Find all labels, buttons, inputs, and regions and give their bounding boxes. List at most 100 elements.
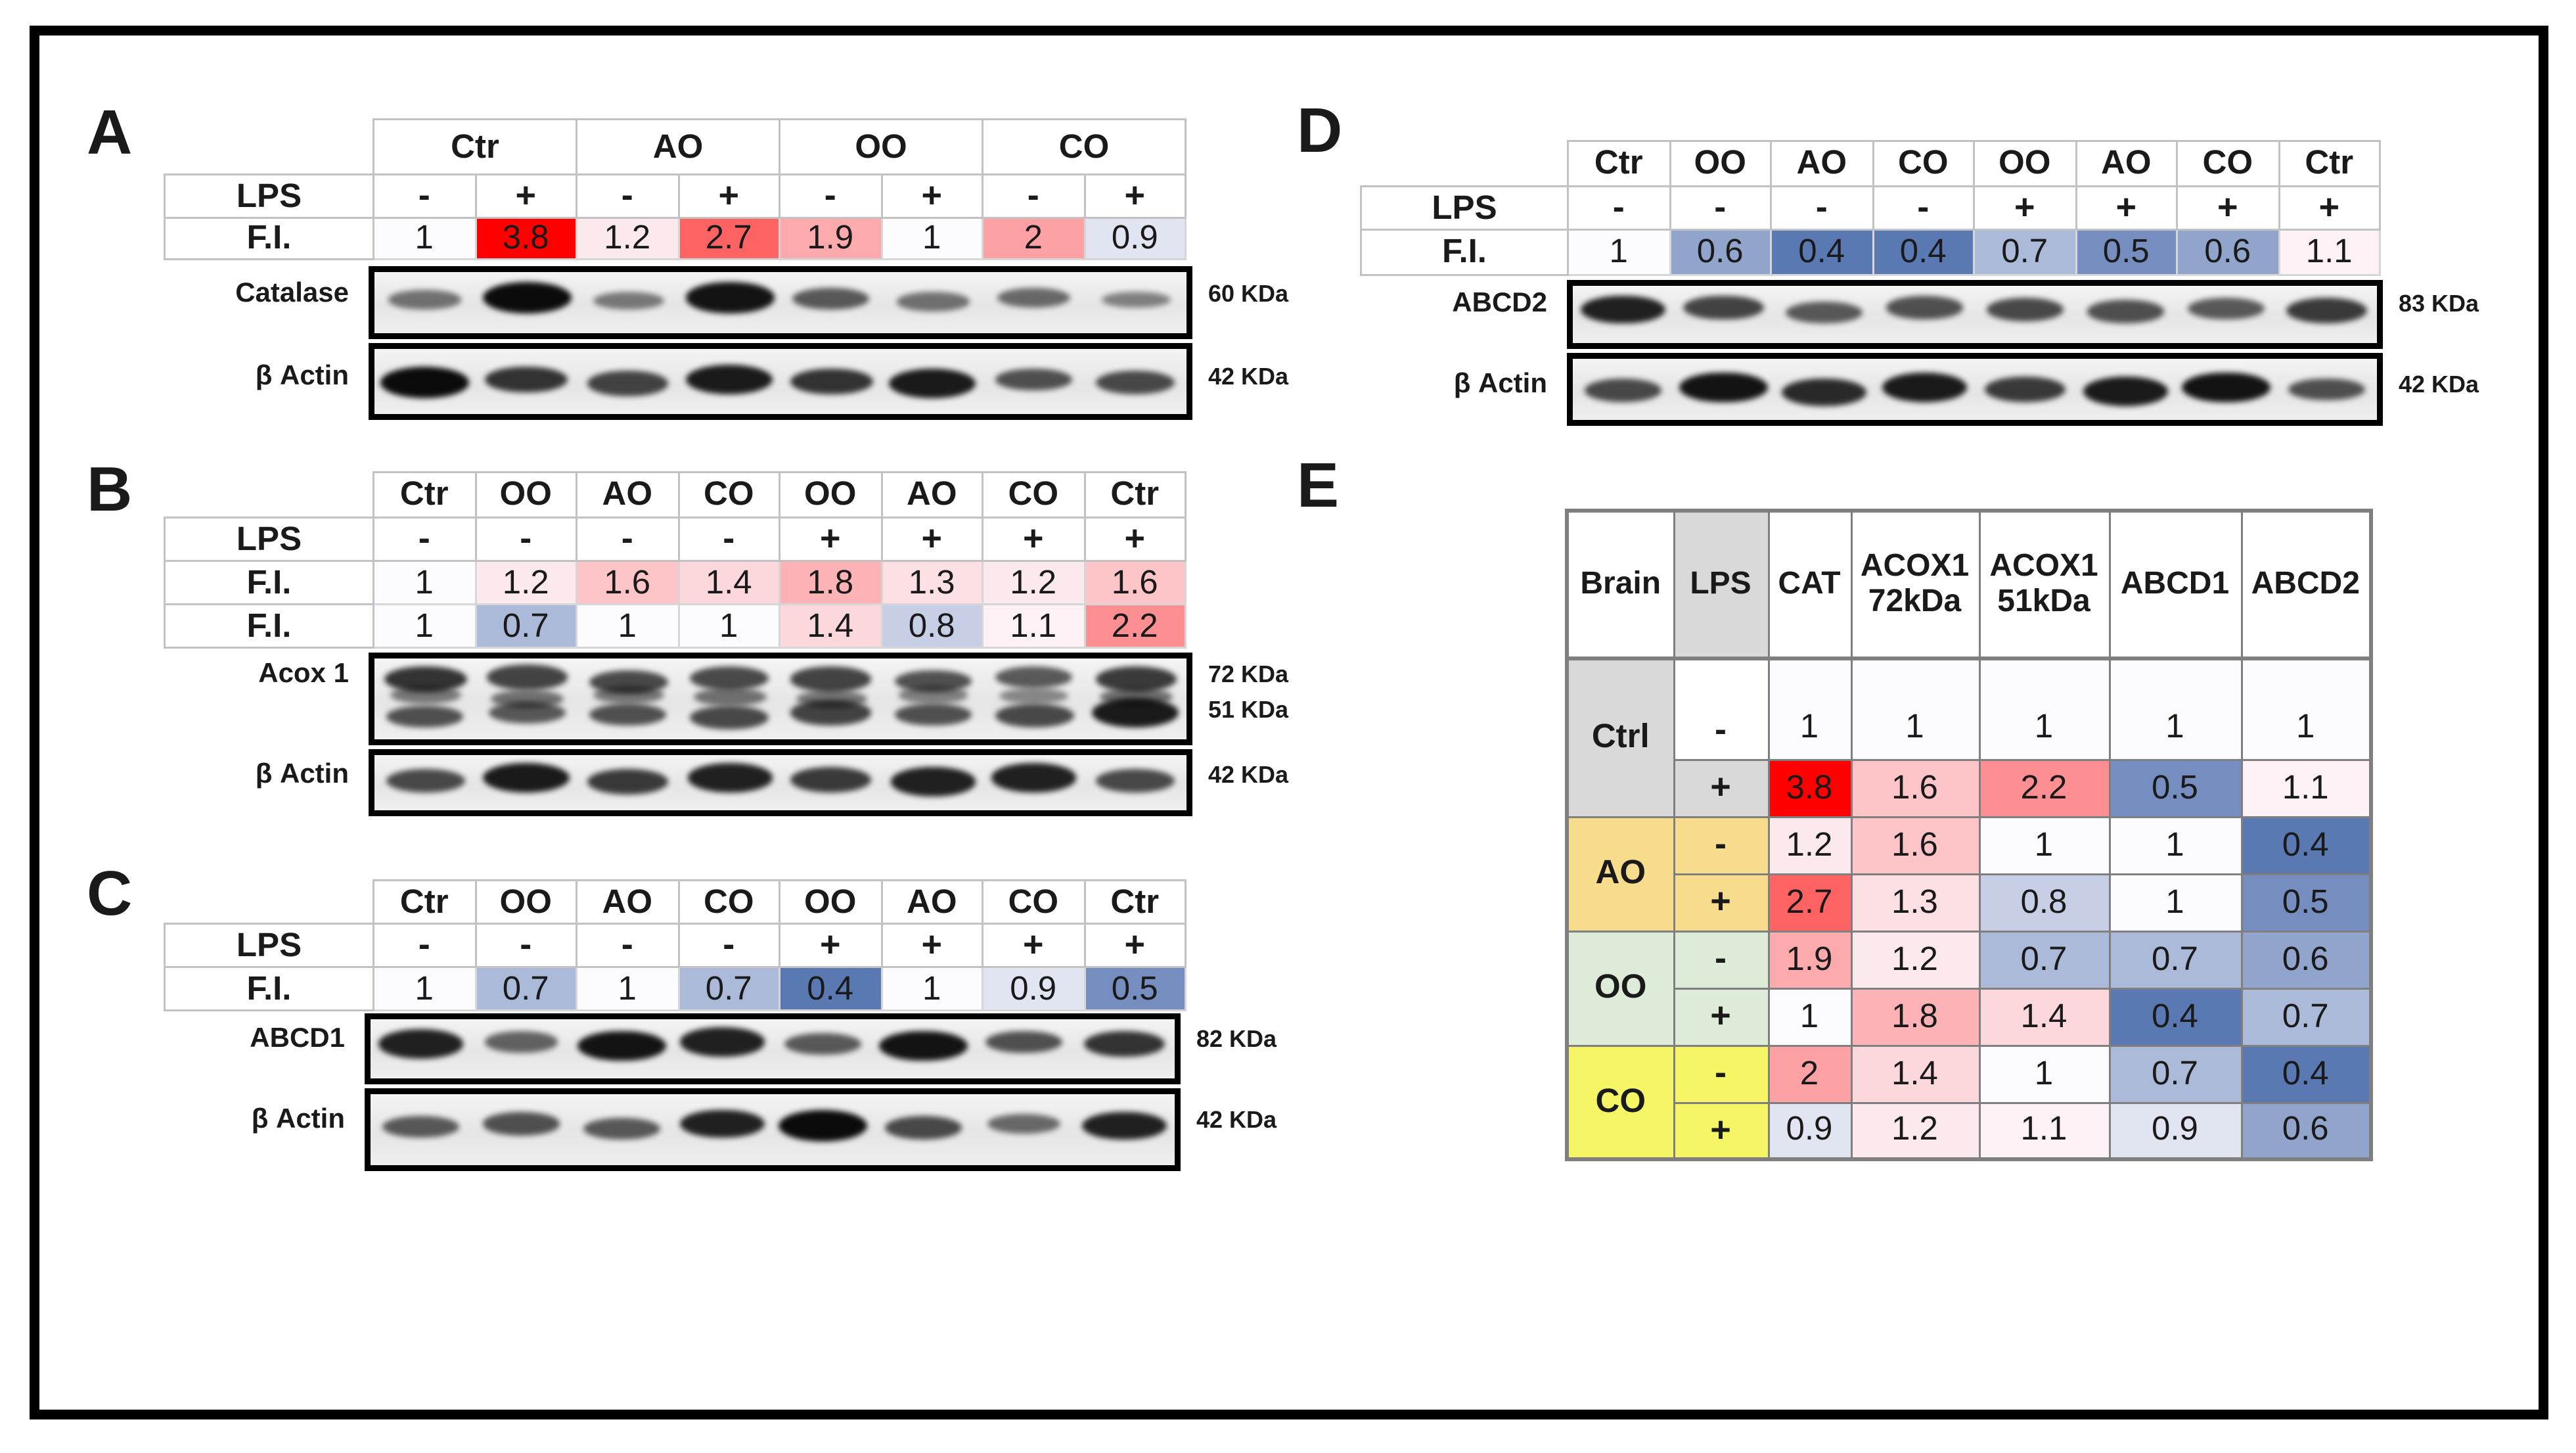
- lps-sign-cell: -: [474, 923, 577, 968]
- lps-sign-cell: -: [779, 173, 882, 219]
- blot-band: [484, 1032, 558, 1053]
- condition-header-cell: Ctr: [373, 879, 476, 925]
- fi-value-cell: 0.7: [474, 603, 577, 649]
- fi-value-cell: 3.8: [474, 217, 577, 260]
- molecular-weight-label: 51 KDa: [1208, 695, 1289, 724]
- blot-band: [390, 685, 461, 704]
- fi-value-cell: 0.5: [2074, 229, 2178, 276]
- blot-band: [589, 703, 667, 727]
- lps-sign-cell: +: [2074, 185, 2178, 231]
- blot-band: [997, 287, 1072, 308]
- blot-band: [483, 1113, 560, 1136]
- lps-sign-cell: -: [1668, 185, 1772, 231]
- summary-value-cell: 0.7: [2108, 1044, 2242, 1103]
- condition-header-cell: AO: [576, 471, 679, 519]
- lps-sign-cell: +: [1083, 923, 1186, 968]
- fi-value-cell: 1.8: [779, 560, 882, 605]
- molecular-weight-label: 60 KDa: [1208, 279, 1289, 308]
- row-label-cell: LPS: [164, 517, 374, 562]
- blot-band: [1684, 295, 1763, 321]
- blot-band: [2087, 300, 2164, 323]
- panel-A-label: A: [87, 97, 133, 168]
- summary-value-cell: 1.9: [1767, 929, 1852, 989]
- blot-band: [690, 665, 769, 689]
- row-label-cell: LPS: [164, 923, 374, 968]
- row-label-cell: F.I.: [1360, 229, 1569, 276]
- row-label-cell: LPS: [164, 173, 374, 219]
- fi-value-cell: 0.7: [1973, 229, 2077, 276]
- summary-value-cell: 3.8: [1767, 758, 1852, 818]
- condition-header-cell: CO: [1871, 140, 1975, 187]
- summary-value-cell: 0.9: [2108, 1101, 2242, 1161]
- actin-label: β Actin: [255, 756, 349, 788]
- summary-value-cell: 1.8: [1849, 986, 1980, 1046]
- summary-col-header: ACOX1 72kDa: [1849, 509, 1980, 660]
- blot-band: [884, 1116, 962, 1140]
- actin-label: β Actin: [251, 1102, 345, 1134]
- blot-band: [593, 685, 664, 704]
- abcd1-label: ABCD1: [250, 1020, 345, 1052]
- blot-band: [389, 290, 462, 310]
- blot-band: [587, 769, 669, 795]
- blot-band: [685, 282, 774, 313]
- acox-1-label: Acox 1: [258, 655, 349, 687]
- blot-band: [1100, 291, 1171, 308]
- blot-band: [588, 371, 669, 396]
- brain-group-cell: CO: [1566, 1044, 1675, 1161]
- fi-value-cell: 1.3: [880, 560, 983, 605]
- summary-value-cell: 1.2: [1767, 815, 1852, 875]
- condition-header-cell: OO: [779, 471, 882, 519]
- summary-value-cell: 0.9: [1767, 1101, 1852, 1161]
- summary-value-cell: 1: [2108, 872, 2242, 932]
- summary-value-cell: 1.4: [1977, 986, 2110, 1046]
- brain-group-cell: OO: [1566, 929, 1675, 1046]
- lps-sign-cell: +: [2176, 185, 2280, 231]
- condition-header-cell: CO: [2176, 140, 2280, 187]
- fi-value-cell: 2.2: [1083, 603, 1186, 649]
- summary-value-cell: 2.7: [1767, 872, 1852, 932]
- condition-header-cell: CO: [677, 879, 780, 925]
- blot-band: [1082, 1111, 1167, 1141]
- lps-sign-cell: +: [1973, 185, 2077, 231]
- lps-sign-cell: +: [2277, 185, 2381, 231]
- blot-band: [889, 369, 976, 398]
- blot-band: [897, 686, 968, 703]
- abcd2-blot: [1567, 280, 2383, 349]
- summary-value-cell: 1.2: [1849, 929, 1980, 989]
- lps-sign-cell: -: [373, 517, 476, 562]
- blot-band: [693, 687, 766, 706]
- acox-1-blot: [369, 653, 1192, 745]
- summary-value-cell: 1: [2108, 815, 2242, 875]
- molecular-weight-label: 42 KDa: [1208, 361, 1289, 390]
- fi-value-cell: 1: [373, 560, 476, 605]
- condition-header-cell: OO: [474, 471, 577, 519]
- row-label-cell: LPS: [1360, 185, 1569, 231]
- fi-value-cell: 1.4: [677, 560, 780, 605]
- blot-band: [996, 666, 1073, 689]
- fi-value-cell: 0.9: [982, 966, 1085, 1011]
- fi-value-cell: 1: [576, 603, 679, 649]
- summary-lps-cell: -: [1672, 657, 1769, 760]
- blot-band: [488, 702, 565, 724]
- fi-value-cell: 1: [1567, 229, 1671, 276]
- blot-band: [380, 365, 470, 398]
- fi-value-cell: 1.6: [1083, 560, 1186, 605]
- summary-value-cell: 1.3: [1849, 872, 1980, 932]
- blot-band: [1000, 688, 1069, 704]
- molecular-weight-label: 83 KDa: [2399, 290, 2479, 318]
- summary-value-cell: 1: [2108, 657, 2242, 760]
- blot-band: [1986, 298, 2064, 322]
- blot-band: [383, 1115, 459, 1138]
- fi-value-cell: 2: [982, 217, 1085, 260]
- blot-band: [791, 667, 872, 692]
- brain-group-cell: AO: [1566, 815, 1675, 932]
- summary-lps-cell: -: [1672, 929, 1769, 989]
- condition-header-cell: AO: [1770, 140, 1874, 187]
- fi-value-cell: 0.8: [880, 603, 983, 649]
- blot-band: [1092, 698, 1179, 728]
- molecular-weight-label: 42 KDa: [1196, 1106, 1277, 1134]
- summary-value-cell: 1: [1977, 1044, 2110, 1103]
- lps-sign-cell: +: [779, 517, 882, 562]
- blot-band: [1985, 377, 2066, 402]
